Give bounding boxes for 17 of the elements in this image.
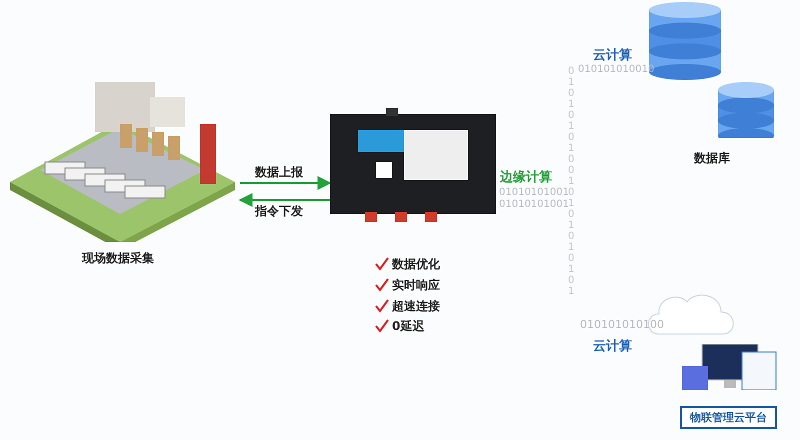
binary-digits: 01010101001	[499, 199, 569, 210]
section-heading: 云计算	[593, 47, 632, 64]
section-heading: 边缘计算	[500, 169, 552, 186]
arrow	[240, 176, 332, 190]
edge-label: 数据上报	[255, 164, 303, 181]
binary-digits: 010101010100	[580, 318, 664, 331]
platform-title: 物联管理云平台	[680, 406, 777, 429]
node-label: 现场数据采集	[82, 250, 154, 267]
arrow	[238, 193, 330, 207]
checklist-item: 实时响应	[392, 277, 440, 294]
checklist-item: 0延迟	[392, 318, 424, 335]
section-heading: 云计算	[593, 338, 632, 355]
checklist-item: 数据优化	[392, 256, 440, 273]
binary-digits: 01010101001	[499, 187, 569, 198]
edge-label: 指令下发	[255, 203, 303, 220]
checklist-item: 超速连接	[392, 298, 440, 315]
node-label: 数据库	[694, 150, 730, 167]
